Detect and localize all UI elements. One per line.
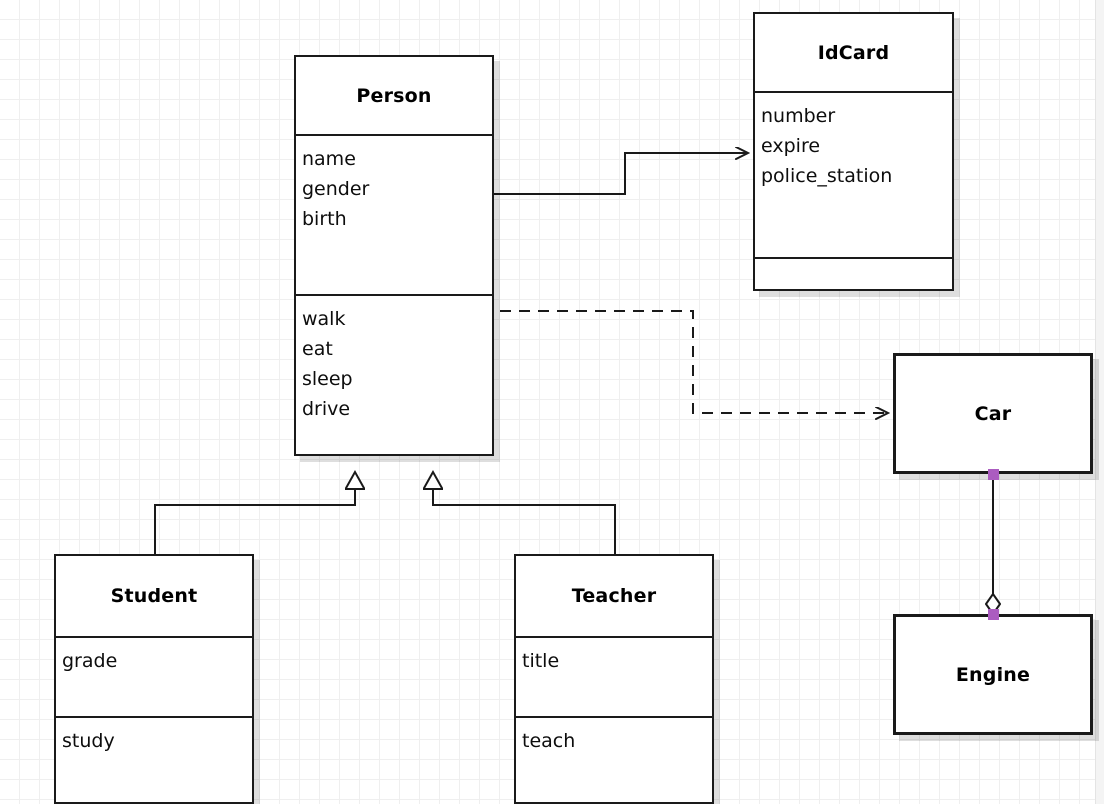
methods-compartment-idcard xyxy=(755,257,952,289)
class-title-idcard: IdCard xyxy=(817,41,890,64)
attribute-item: number xyxy=(761,105,836,127)
edge-handle-engine-end[interactable] xyxy=(988,609,999,620)
attribute-item: expire xyxy=(761,135,821,157)
class-box-engine[interactable]: Engine xyxy=(893,614,1093,735)
edge-person-car[interactable] xyxy=(500,310,888,413)
class-box-car[interactable]: Car xyxy=(893,353,1093,474)
class-name-compartment-student: Student xyxy=(56,556,252,636)
method-item: study xyxy=(62,730,115,752)
edge-handle-car-end[interactable] xyxy=(988,469,999,480)
methods-compartment-teacher: teach xyxy=(516,716,712,804)
class-name-compartment-teacher: Teacher xyxy=(516,556,712,636)
edge-person-idcard[interactable] xyxy=(494,153,748,195)
attributes-compartment-idcard: number expire police_station xyxy=(755,91,952,257)
edge-student-person[interactable] xyxy=(154,472,355,554)
class-name-compartment-engine: Engine xyxy=(896,617,1090,732)
methods-compartment-person: walk eat sleep drive xyxy=(296,294,492,454)
edge-teacher-person[interactable] xyxy=(433,472,616,554)
attribute-item: title xyxy=(522,650,560,672)
class-title-car: Car xyxy=(974,402,1012,425)
method-item: walk xyxy=(302,308,346,330)
attribute-item: name xyxy=(302,148,356,170)
canvas-right-edge-band xyxy=(1095,0,1104,804)
attribute-item: gender xyxy=(302,178,370,200)
attributes-compartment-teacher: title xyxy=(516,636,712,716)
attribute-item: birth xyxy=(302,208,347,230)
class-title-engine: Engine xyxy=(955,663,1031,686)
attributes-compartment-person: name gender birth xyxy=(296,134,492,294)
attribute-item: police_station xyxy=(761,165,893,187)
class-name-compartment-car: Car xyxy=(896,356,1090,471)
class-box-teacher[interactable]: Teacher title teach xyxy=(514,554,714,804)
methods-compartment-student: study xyxy=(56,716,252,804)
class-box-idcard[interactable]: IdCard number expire police_station xyxy=(753,12,954,291)
attribute-item: grade xyxy=(62,650,118,672)
method-item: sleep xyxy=(302,368,353,390)
class-title-person: Person xyxy=(356,84,432,107)
method-item: drive xyxy=(302,398,351,420)
class-title-teacher: Teacher xyxy=(571,585,657,607)
method-item: eat xyxy=(302,338,333,360)
class-box-person[interactable]: Person name gender birth walk eat sleep … xyxy=(294,55,494,456)
method-item: teach xyxy=(522,730,576,752)
attributes-compartment-student: grade xyxy=(56,636,252,716)
class-name-compartment-idcard: IdCard xyxy=(755,14,952,91)
class-box-student[interactable]: Student grade study xyxy=(54,554,254,804)
class-name-compartment-person: Person xyxy=(296,57,492,134)
class-title-student: Student xyxy=(110,585,198,607)
